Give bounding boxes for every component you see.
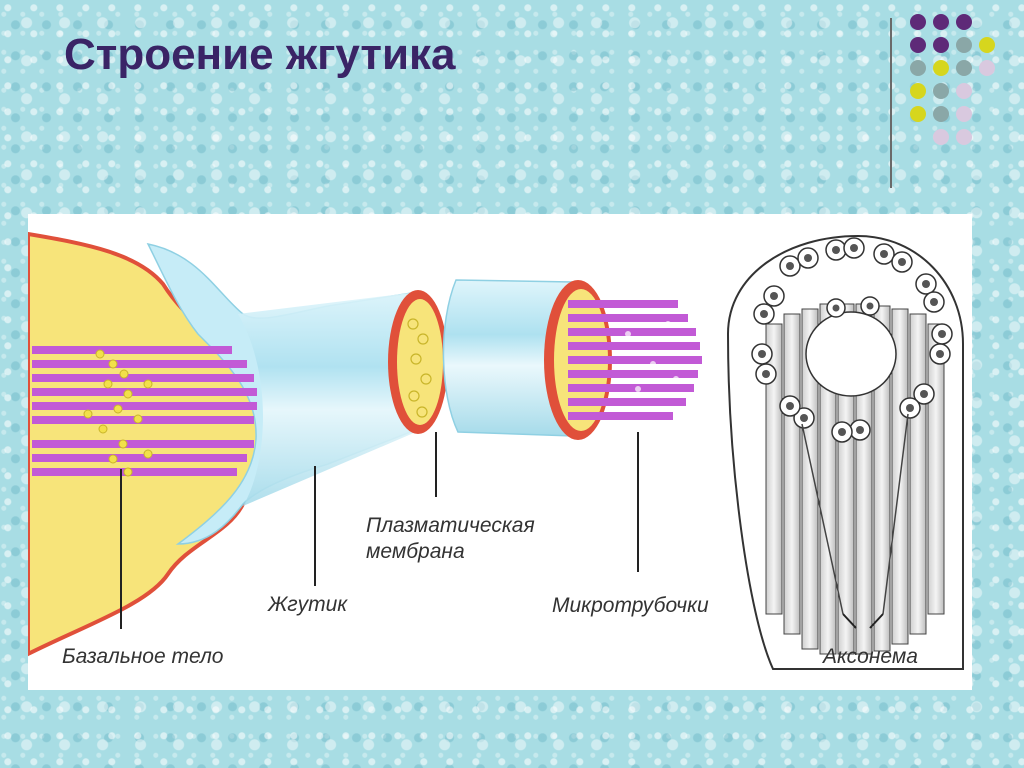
decorative-dot xyxy=(956,37,972,53)
label-flagellum: Жгутик xyxy=(267,593,348,616)
label-axoneme: Аксонема xyxy=(821,645,918,668)
decorative-dot xyxy=(910,60,926,76)
decorative-dot xyxy=(933,129,949,145)
decorative-dot xyxy=(956,60,972,76)
decorative-dot xyxy=(910,83,926,99)
slide-title: Строение жгутика xyxy=(64,30,456,79)
decorative-dot xyxy=(956,106,972,122)
decorative-dot xyxy=(979,60,995,76)
decorative-dot xyxy=(933,14,949,30)
decorative-dot xyxy=(956,129,972,145)
label-basal-body: Базальное тело xyxy=(62,645,224,668)
axoneme-illustration xyxy=(726,234,964,670)
decorative-dot xyxy=(979,37,995,53)
decorative-dot xyxy=(910,14,926,30)
basal-body-microtubules xyxy=(32,346,257,477)
decorative-dot xyxy=(956,83,972,99)
decorative-dot xyxy=(933,37,949,53)
label-plasma-membrane-line1: Плазматическая xyxy=(366,514,535,537)
decorative-dot xyxy=(910,106,926,122)
decorative-dot-grid xyxy=(910,14,995,145)
decorative-dot xyxy=(910,37,926,53)
flagellum-diagram: Базальное тело Жгутик Плазматическая мем… xyxy=(28,231,964,670)
diagram-panel: Базальное тело Жгутик Плазматическая мем… xyxy=(28,214,972,690)
decorative-dot xyxy=(956,14,972,30)
flagellum-cross-section-1 xyxy=(388,290,448,434)
decorative-dot xyxy=(933,83,949,99)
label-plasma-membrane-line2: мембрана xyxy=(366,540,465,563)
label-microtubules: Микротрубочки xyxy=(552,594,709,617)
decorative-dot xyxy=(933,106,949,122)
flagellum-cross-section-2 xyxy=(544,280,702,440)
decorative-dot xyxy=(933,60,949,76)
leader-lines xyxy=(120,432,884,629)
flagellum-segment-2 xyxy=(442,279,574,437)
decorative-divider xyxy=(890,18,892,188)
